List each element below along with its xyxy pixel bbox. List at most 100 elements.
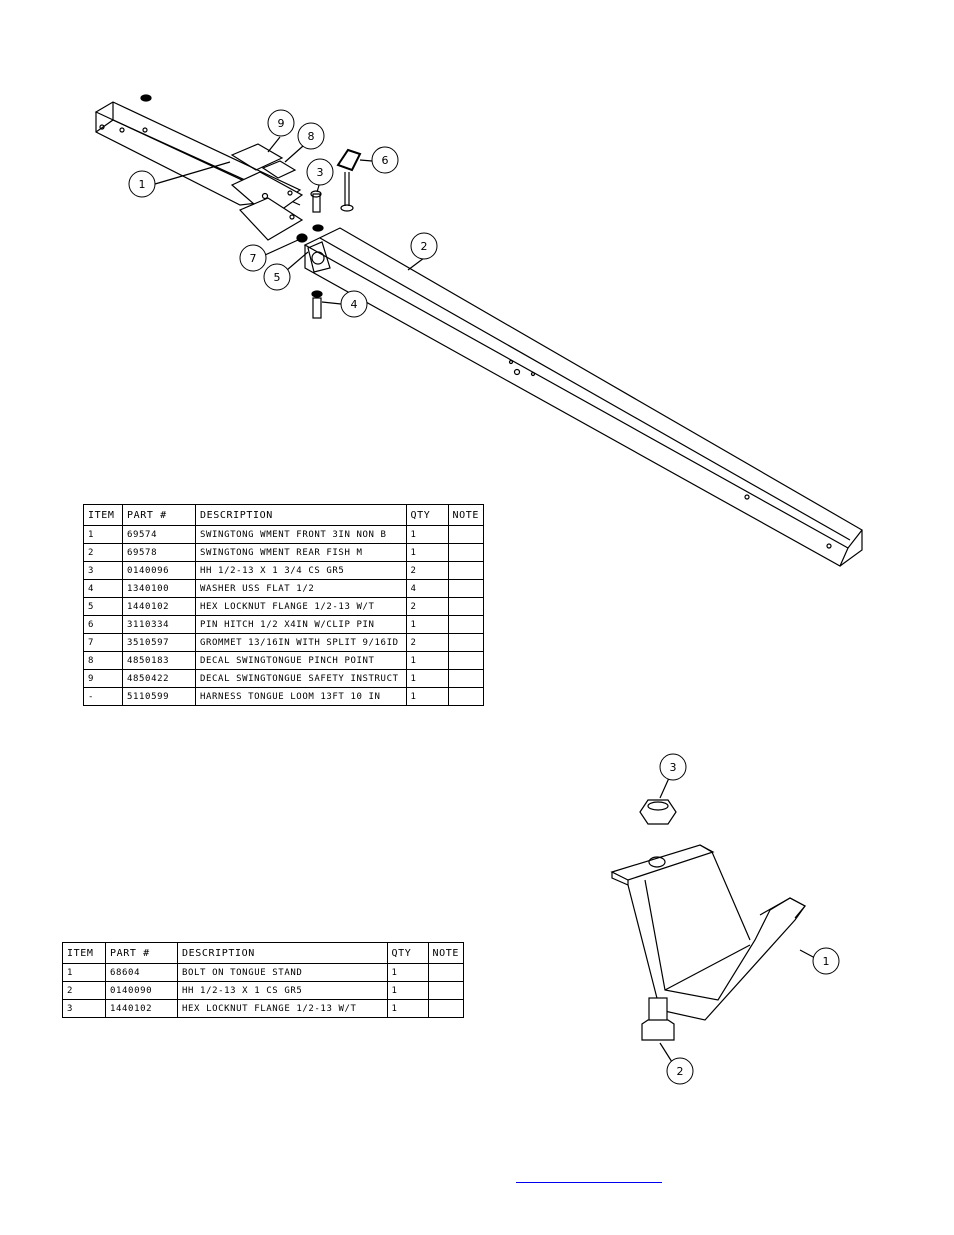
cell-note (447, 615, 485, 634)
col-part-number: PART # (122, 504, 196, 526)
col-qty: QTY (405, 504, 449, 526)
cell-desc: PIN HITCH 1/2 X4IN W/CLIP PIN (195, 615, 407, 634)
cell-item: 3 (62, 999, 106, 1018)
cell-desc: HEX LOCKNUT FLANGE 1/2-13 W/T (177, 999, 388, 1018)
cell-note (447, 687, 485, 706)
cell-qty: 2 (405, 561, 449, 580)
cell-part: 69578 (122, 543, 196, 562)
col-part-number: PART # (105, 942, 178, 964)
cell-item: 8 (83, 651, 123, 670)
cell-desc: WASHER USS FLAT 1/2 (195, 579, 407, 598)
stand-callout-3: 3 (670, 761, 677, 774)
cell-note (447, 561, 485, 580)
hex-locknut-part (639, 799, 677, 825)
cell-qty: 2 (405, 597, 449, 616)
cell-part: 5110599 (122, 687, 196, 706)
cell-qty: 1 (386, 999, 429, 1018)
cell-note (447, 579, 485, 598)
cell-part: 4850183 (122, 651, 196, 670)
cell-item: - (83, 687, 123, 706)
cell-desc: DECAL SWINGTONGUE PINCH POINT (195, 651, 407, 670)
cell-desc: DECAL SWINGTONGUE SAFETY INSTRUCT (195, 669, 407, 688)
lower-bolt-part (311, 290, 323, 319)
tongue-stand-part (610, 844, 806, 1021)
decal-pinch-point (261, 160, 297, 179)
callout-4: 4 (351, 298, 358, 311)
cell-item: 3 (83, 561, 123, 580)
callout-7: 7 (250, 252, 257, 265)
cell-qty: 1 (405, 615, 449, 634)
grommet-part (296, 233, 308, 243)
cell-desc: HH 1/2-13 X 1 CS GR5 (177, 981, 388, 1000)
callout-2: 2 (421, 240, 428, 253)
cell-qty: 1 (405, 543, 449, 562)
washer-part (312, 224, 324, 232)
cell-desc: BOLT ON TONGUE STAND (177, 963, 388, 982)
table-header-row: ITEM PART # DESCRIPTION QTY NOTE (83, 504, 485, 526)
cell-note (427, 963, 465, 982)
cell-desc: SWINGTONG WMENT FRONT 3IN NON B (195, 525, 407, 544)
cell-qty: 1 (405, 687, 449, 706)
col-note: NOTE (447, 504, 485, 526)
link-underline[interactable] (516, 1182, 662, 1183)
cell-note (447, 597, 485, 616)
cell-item: 1 (83, 525, 123, 544)
cell-part: 1440102 (122, 597, 196, 616)
cell-note (427, 981, 465, 1000)
callout-6: 6 (382, 154, 389, 167)
cell-part: 3110334 (122, 615, 196, 634)
stand-callout-2: 2 (677, 1065, 684, 1078)
cell-desc: HH 1/2-13 X 1 3/4 CS GR5 (195, 561, 407, 580)
cell-part: 68604 (105, 963, 178, 982)
col-item: ITEM (62, 942, 106, 964)
cell-qty: 1 (405, 651, 449, 670)
callout-1: 1 (139, 178, 146, 191)
cell-part: 3510597 (122, 633, 196, 652)
cell-qty: 1 (386, 981, 429, 1000)
cell-item: 4 (83, 579, 123, 598)
col-description: DESCRIPTION (195, 504, 407, 526)
cell-desc: SWINGTONG WMENT REAR FISH M (195, 543, 407, 562)
rear-weldment-tube (303, 227, 863, 567)
callout-5: 5 (274, 271, 281, 284)
cell-desc: HEX LOCKNUT FLANGE 1/2-13 W/T (195, 597, 407, 616)
callout-9: 9 (278, 117, 285, 130)
cell-item: 2 (83, 543, 123, 562)
cell-part: 0140090 (105, 981, 178, 1000)
col-item: ITEM (83, 504, 123, 526)
cell-item: 7 (83, 633, 123, 652)
col-qty: QTY (386, 942, 429, 964)
decal-safety-instruct (230, 143, 284, 171)
callout-3: 3 (317, 166, 324, 179)
cell-note (447, 633, 485, 652)
cell-note (447, 669, 485, 688)
cell-part: 4850422 (122, 669, 196, 688)
cell-qty: 1 (405, 669, 449, 688)
cell-note (427, 999, 465, 1018)
front-weldment-part (94, 94, 304, 241)
col-note: NOTE (427, 942, 465, 964)
hitch-pin-part (336, 148, 362, 212)
cell-qty: 1 (405, 525, 449, 544)
col-description: DESCRIPTION (177, 942, 388, 964)
cell-item: 2 (62, 981, 106, 1000)
cell-desc: HARNESS TONGUE LOOM 13FT 10 IN (195, 687, 407, 706)
cell-qty: 2 (405, 633, 449, 652)
cell-note (447, 543, 485, 562)
cell-qty: 4 (405, 579, 449, 598)
